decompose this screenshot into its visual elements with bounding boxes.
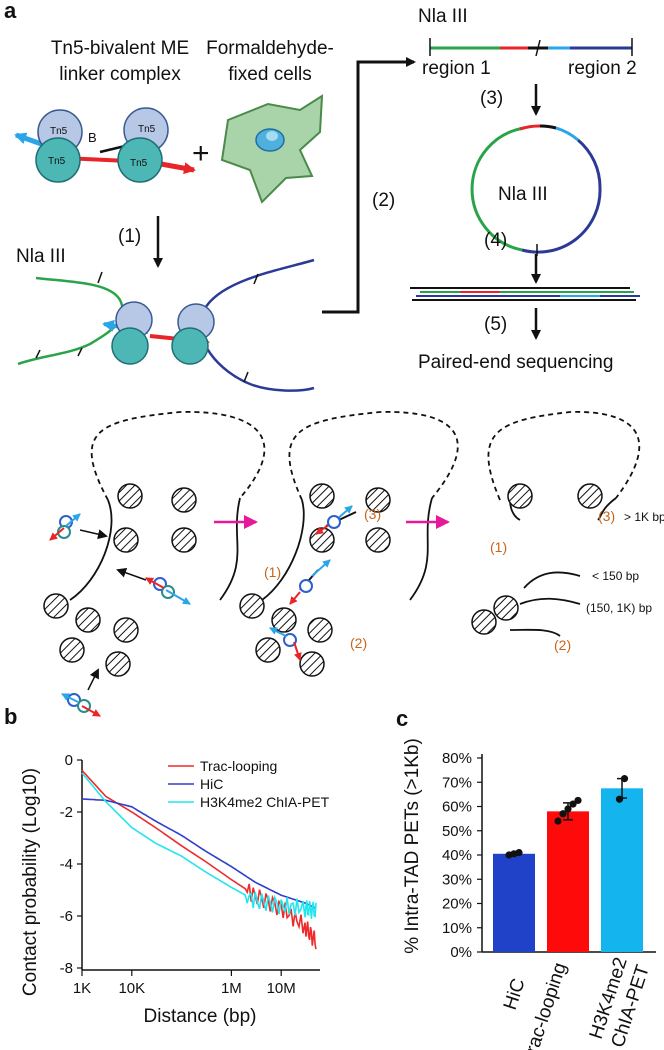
step-1-label: (1)	[118, 226, 141, 247]
fixed-cells-label-line2: fixed cells	[228, 64, 311, 85]
tn5-small-1	[49, 513, 81, 541]
loop2-label-1: (1)	[264, 564, 281, 580]
legend-chia-pet: H3K4me2 ChIA-PET	[200, 794, 330, 810]
range-label: (150, 1K) bp	[586, 601, 652, 615]
chromatin-loop-1	[43, 411, 266, 717]
panel-c-ytick-label: 20%	[442, 896, 472, 913]
panel-b-ytick-label: -4	[60, 856, 73, 873]
panel-c-ylabel: % Intra-TAD PETs (>1Kb)	[402, 738, 423, 954]
bar-1	[493, 853, 535, 952]
data-point-2	[564, 805, 572, 813]
tn5-complex-label-line2: linker complex	[59, 64, 181, 85]
loop2-label-3: (3)	[364, 506, 381, 522]
panel-c-ytick-label: 80%	[442, 750, 472, 767]
linear-fragment	[429, 38, 633, 57]
fixed-cells-label-line1: Formaldehyde-	[206, 38, 334, 59]
paired-end-label: Paired-end sequencing	[418, 352, 613, 373]
legend-hic: HiC	[200, 776, 223, 792]
panel-c-ytick-label: 60%	[442, 799, 472, 816]
panel-a: a Tn5-bivalent ME linker complex Formald…	[4, 0, 664, 717]
data-point-3	[620, 775, 629, 783]
panel-b-xtick-label: 10K	[118, 980, 145, 997]
panel-b-ytick-label: -2	[60, 804, 73, 821]
data-point-2	[554, 817, 562, 825]
panel-c-ytick-label: 70%	[442, 774, 472, 791]
nla-iii-label-top: Nla III	[418, 6, 468, 27]
data-point-2	[574, 796, 582, 805]
gt1k-label: > 1K bp	[624, 510, 664, 524]
panel-c-bars	[493, 775, 643, 952]
loop3-label-2: (2)	[554, 637, 571, 653]
step-2-label: (2)	[372, 190, 395, 211]
step-5-label: (5)	[484, 314, 507, 335]
xlabel-hic: HiC	[500, 976, 530, 1013]
panel-b-ytick-label: -8	[60, 960, 73, 977]
xlabel-trac-looping: Trac-looping	[519, 960, 571, 1050]
panel-c-ytick-label: 50%	[442, 823, 472, 840]
region-2-label: region 2	[568, 58, 637, 79]
series-line-trac-looping	[81, 769, 317, 950]
panel-b-legend: Trac-looping HiC H3K4me2 ChIA-PET	[168, 758, 330, 810]
panel-c-letter: c	[396, 706, 408, 731]
step-4-label: (4)	[484, 230, 507, 251]
panel-c-ytick-label: 40%	[442, 847, 472, 864]
panel-b-y-ticks: 0 -2 -4 -6 -8	[60, 752, 82, 977]
panel-b-ytick-label: 0	[65, 752, 73, 769]
panel-b-xlabel: Distance (bp)	[144, 1006, 257, 1027]
panel-c-y-ticks: 0% 10% 20% 30% 40% 50% 60% 70% 80%	[442, 750, 482, 961]
tn5-on-dna-illustration	[17, 258, 315, 392]
circularized-fragment	[470, 124, 602, 256]
loop3-label-3: (3)	[598, 508, 615, 524]
series-line-hic	[81, 798, 317, 909]
tn5-small-2	[145, 577, 191, 605]
data-point-3	[615, 795, 624, 803]
sequencing-reads	[410, 287, 640, 301]
panel-b-ylabel: Contact probability (Log10)	[20, 768, 41, 996]
panel-c: c % Intra-TAD PETs (>1Kb) 0% 10% 20% 30% 40%…	[396, 706, 656, 1050]
data-point-2	[569, 800, 577, 808]
panel-b-series	[81, 769, 317, 950]
region-1-label: region 1	[422, 58, 491, 79]
nla-iii-label-left: Nla III	[16, 246, 66, 267]
series-line-h3k4me2-chia-pet	[81, 772, 317, 919]
panel-b-xtick-label: 1K	[73, 980, 91, 997]
data-point-2	[559, 810, 567, 818]
panel-b-ytick-label: -6	[60, 908, 73, 925]
tn5-label-4: Tn5	[130, 158, 148, 169]
loop2-label-2: (2)	[350, 635, 367, 651]
panel-a-letter: a	[4, 0, 17, 23]
panel-c-x-labels: HiC Trac-looping H3K4me2 ChIA-PET	[500, 955, 654, 1050]
tn5-label-3: Tn5	[138, 124, 156, 135]
panel-b-x-ticks: 1K 10K 1M 10M	[73, 970, 296, 997]
nla-iii-label-circle: Nla III	[498, 184, 548, 205]
panel-b-letter: b	[4, 704, 17, 729]
tn5-label-2: Tn5	[48, 156, 66, 167]
tn5-label-1: Tn5	[50, 126, 68, 137]
bar-3	[601, 788, 643, 952]
biotin-label: B	[88, 130, 97, 145]
legend-trac-looping: Trac-looping	[200, 758, 277, 774]
panel-b: b Contact probability (Log10) Distance (…	[4, 704, 330, 1027]
data-point-1	[515, 848, 523, 857]
chromatin-loop-3: (3) > 1K bp (1) < 150 bp (150, 1K) bp (2…	[471, 411, 664, 653]
chromatin-loop-2: (3) (1) (2)	[239, 411, 459, 677]
panel-c-ytick-label: 10%	[442, 920, 472, 937]
fixed-cell-illustration	[220, 94, 324, 204]
loop3-label-1: (1)	[490, 539, 507, 555]
lt150-label: < 150 bp	[592, 569, 639, 583]
tn5-complex-label-line1: Tn5-bivalent ME	[51, 38, 189, 59]
panel-b-xtick-label: 10M	[267, 980, 296, 997]
panel-c-ytick-label: 0%	[450, 944, 472, 961]
bar-2	[547, 811, 589, 952]
plus-sign: +	[192, 137, 210, 170]
panel-c-ytick-label: 30%	[442, 871, 472, 888]
panel-b-xtick-label: 1M	[221, 980, 242, 997]
tn5-complex-illustration: Tn5 Tn5 Tn5 Tn5 B	[14, 107, 196, 183]
tn5-small-3	[61, 693, 101, 717]
step-3-label: (3)	[480, 88, 503, 109]
